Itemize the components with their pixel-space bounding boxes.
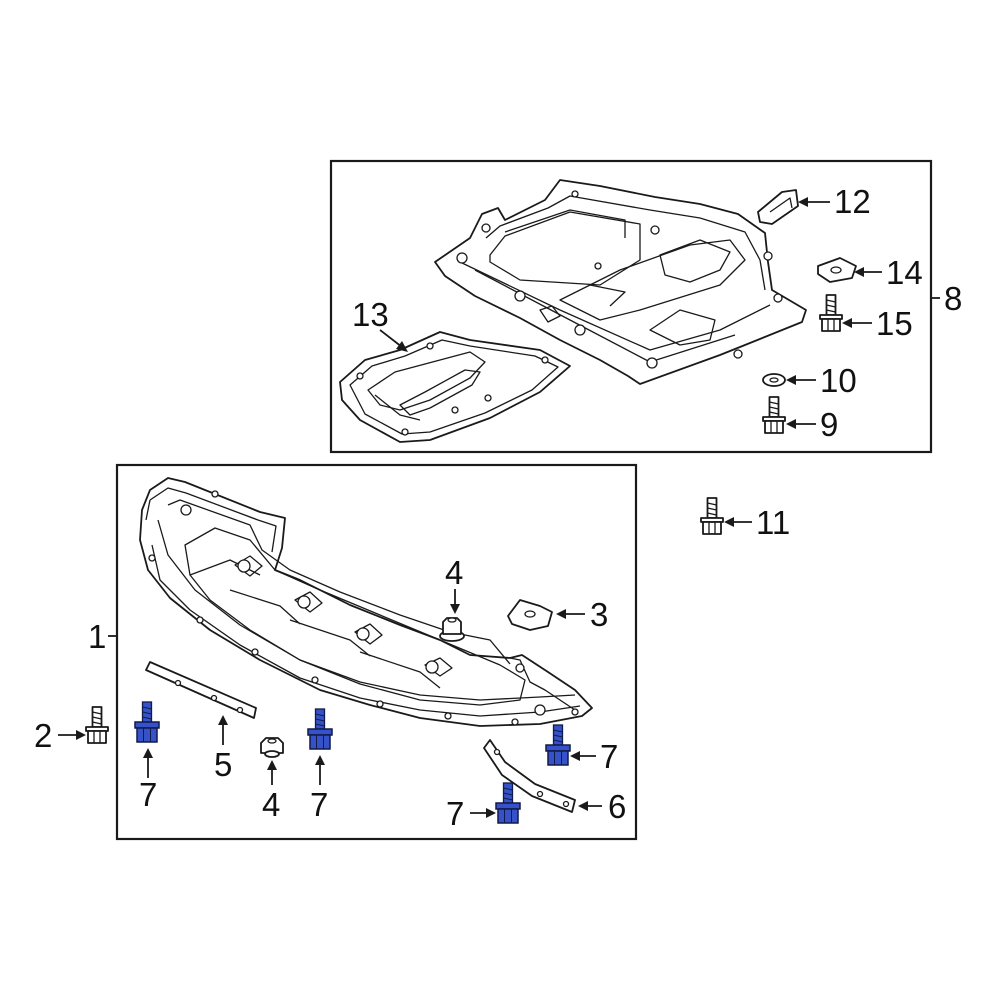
bolt-part-2[interactable]: [85, 706, 109, 744]
side-under-cover[interactable]: [339, 331, 571, 443]
rear-under-cover[interactable]: [434, 179, 807, 385]
bracket-part-10[interactable]: [757, 189, 799, 225]
callout-1[interactable]: 1: [88, 618, 106, 655]
callout-7-middle[interactable]: 7: [310, 786, 328, 823]
callout-14[interactable]: 14: [886, 254, 923, 291]
group-8-box: [329, 159, 940, 454]
callout-11[interactable]: 9: [820, 406, 838, 443]
callout-3[interactable]: 3: [590, 596, 608, 633]
washer-part-12[interactable]: [762, 373, 786, 387]
callout-4-upper[interactable]: 4: [445, 554, 463, 591]
callout-8[interactable]: 8: [944, 280, 962, 317]
callout-15[interactable]: 15: [876, 305, 913, 342]
front-under-cover[interactable]: [139, 477, 593, 727]
callout-labels: 12 14 8 15 13 10 9 11 4 3 1 2 7 5 7 4 7 …: [34, 183, 962, 832]
callout-7-left[interactable]: 7: [139, 776, 157, 813]
strip-part-5[interactable]: [145, 661, 257, 719]
bolt-part-11[interactable]: [762, 396, 786, 434]
callout-6[interactable]: 6: [608, 788, 626, 825]
nut-part-4-upper[interactable]: [439, 617, 465, 642]
callout-2[interactable]: 2: [34, 717, 52, 754]
callout-5[interactable]: 5: [214, 746, 232, 783]
callout-12[interactable]: 10: [820, 362, 857, 399]
group-1-box: [108, 463, 638, 841]
bolt-part-7-c[interactable]: [545, 724, 571, 766]
nut-part-4-lower[interactable]: [260, 737, 284, 758]
callout-7-right[interactable]: 7: [600, 738, 618, 775]
bolt-part-7-d[interactable]: [495, 782, 521, 824]
bolt-part-7-b[interactable]: [307, 708, 333, 750]
callout-13[interactable]: 13: [352, 296, 389, 333]
callout-7-bottom[interactable]: 7: [446, 795, 464, 832]
clip-part-3[interactable]: [507, 599, 553, 631]
bolt-part-7-a[interactable]: [134, 701, 160, 743]
bolt-part-9[interactable]: [700, 497, 724, 535]
strip-part-6[interactable]: [483, 739, 576, 813]
callout-10[interactable]: 12: [834, 183, 871, 220]
bolt-part-15[interactable]: [819, 294, 843, 332]
leader-lines: [58, 197, 882, 818]
clip-part-14[interactable]: [817, 257, 857, 283]
callout-4-lower[interactable]: 4: [262, 786, 280, 823]
callout-9[interactable]: 11: [756, 504, 790, 541]
